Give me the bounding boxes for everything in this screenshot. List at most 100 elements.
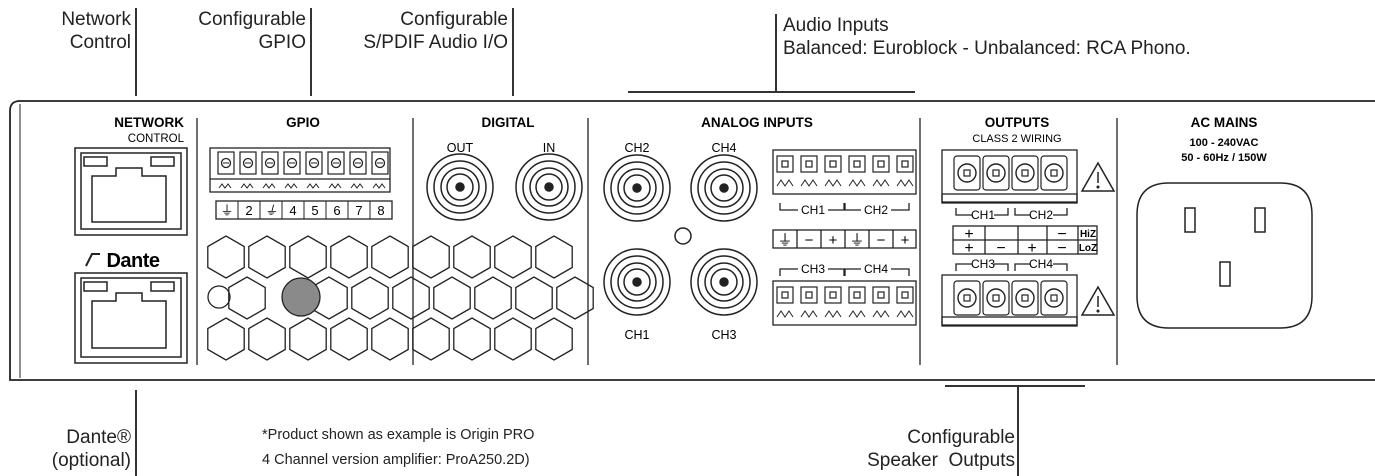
- hiz-minus: −: [1057, 226, 1066, 243]
- euro-screw: [805, 291, 813, 299]
- footnote: *Product shown as example is Origin PRO …: [262, 423, 534, 473]
- gpio-pin-4: 4: [289, 203, 296, 218]
- vent-hexagon: [207, 235, 245, 279]
- rca-ring: [710, 174, 738, 202]
- leader-dante: [135, 390, 137, 476]
- euroblock-top-ch1: CH1: [801, 203, 825, 217]
- output-screw-ring: [986, 163, 1006, 183]
- analog-ch1-label: CH1: [624, 328, 649, 342]
- output-terminal: [953, 155, 981, 191]
- rca-digital-in[interactable]: [515, 153, 583, 221]
- gpio-pin-labels: ⏚ 2 ⏚ 4 5 6 7 8: [220, 203, 384, 218]
- vent-hexagon: [453, 317, 491, 361]
- gpio-pin-slot: [239, 151, 257, 175]
- output-terminal: [1011, 155, 1039, 191]
- callout-audio-line1: Audio Inputs: [783, 15, 889, 36]
- section-dividers: [196, 118, 1118, 365]
- euro-screw: [877, 291, 885, 299]
- gpio-pin-slot: [217, 151, 235, 175]
- speaker-output-1-2[interactable]: [941, 149, 1078, 204]
- polarity-plus-2: +: [901, 232, 910, 249]
- euro-clamp: [896, 310, 914, 318]
- vent-hexagon: [494, 317, 532, 361]
- vent-hexagon: [330, 235, 368, 279]
- rca-ring: [617, 168, 657, 208]
- rca-ring: [690, 248, 758, 316]
- euroblock-input-1-2[interactable]: [772, 149, 917, 195]
- vent-hexagon: [351, 276, 389, 320]
- ventilation-grille: [207, 235, 594, 361]
- rca-pin: [719, 277, 729, 287]
- rca-analog-inputs[interactable]: [603, 154, 758, 316]
- ac-frequency: 50 - 60Hz / 150W: [1181, 152, 1267, 164]
- callout-spdif-line1: Configurable: [400, 9, 508, 30]
- gpio-pin-8: 8: [377, 203, 384, 218]
- euro-screw: [853, 291, 861, 299]
- vent-hexagon: [289, 235, 327, 279]
- vent-hexagon: [535, 235, 573, 279]
- digital-in-label: IN: [543, 141, 556, 155]
- gpio-clamp: [284, 183, 298, 189]
- output-top-ch1: CH1: [971, 208, 995, 222]
- analog-title: ANALOG INPUTS: [701, 115, 813, 130]
- euro-screw: [805, 160, 813, 168]
- callout-gpio: Configurable GPIO: [198, 8, 306, 54]
- gpio-clamp: [306, 183, 320, 189]
- vent-hexagon: [371, 317, 409, 361]
- gpio-clamp: [328, 183, 342, 189]
- gpio-connector[interactable]: [209, 147, 391, 193]
- gpio-pin-dividers: [237, 201, 371, 219]
- loz-label: LoZ: [1079, 243, 1097, 254]
- gpio-screw: [220, 157, 232, 169]
- euro-pin-slot: [896, 286, 914, 304]
- euro-screw: [781, 160, 789, 168]
- gpio-screw: [352, 157, 364, 169]
- vent-hexagon: [515, 276, 553, 320]
- polarity-ground-2: ⏚: [849, 232, 864, 249]
- euro-screw: [877, 160, 885, 168]
- loz-minus-2: −: [1057, 240, 1066, 257]
- vent-hexagon: [494, 235, 532, 279]
- warning-icon-bottom: [1080, 285, 1116, 316]
- polarity-strip: [772, 229, 917, 249]
- rca-pin: [632, 277, 642, 287]
- footnote-line2: 4 Channel version amplifier: ProA250.2D): [262, 452, 530, 468]
- network-title: NETWORK: [114, 115, 184, 130]
- polarity-ground-1: ⏚: [777, 232, 792, 249]
- output-screw: [963, 294, 971, 302]
- euro-clamp: [776, 310, 794, 318]
- iec-power-inlet[interactable]: [1136, 182, 1313, 329]
- output-top-brackets: [955, 208, 1068, 216]
- euro-clamp: [824, 310, 842, 318]
- output-screw-ring: [957, 163, 977, 183]
- gpio-pin-3-icon: ⏚: [264, 203, 277, 218]
- rca-ring: [704, 168, 744, 208]
- vent-hexagon: [474, 276, 512, 320]
- gpio-pin-slot: [305, 151, 323, 175]
- euroblock-top-brackets: [779, 203, 910, 211]
- output-screw: [963, 169, 971, 177]
- euro-clamp: [896, 179, 914, 187]
- vent-filled-hole: [281, 277, 321, 317]
- speaker-output-3-4[interactable]: [941, 274, 1078, 327]
- euroblock-input-3-4[interactable]: [772, 280, 917, 326]
- dante-logo-mark: [85, 253, 100, 267]
- analog-ch2-label: CH2: [624, 141, 649, 155]
- loz-plus-1: +: [964, 240, 973, 257]
- polarity-minus-1: −: [805, 232, 814, 249]
- ethernet-port-network[interactable]: [74, 147, 188, 236]
- polarity-plus-1: +: [829, 232, 838, 249]
- rca-pin: [632, 183, 642, 193]
- euro-clamp: [800, 179, 818, 187]
- vent-hexagon: [207, 317, 245, 361]
- rca-ring: [610, 255, 664, 309]
- leader-spdif: [512, 8, 514, 96]
- ethernet-port-dante[interactable]: [74, 272, 188, 364]
- output-terminal: [1040, 280, 1068, 316]
- output-screw-ring: [957, 288, 977, 308]
- euro-pin-slot: [800, 155, 818, 173]
- output-bottom-ch4: CH4: [1029, 257, 1053, 271]
- rca-digital-out[interactable]: [426, 153, 494, 221]
- output-screw: [992, 169, 1000, 177]
